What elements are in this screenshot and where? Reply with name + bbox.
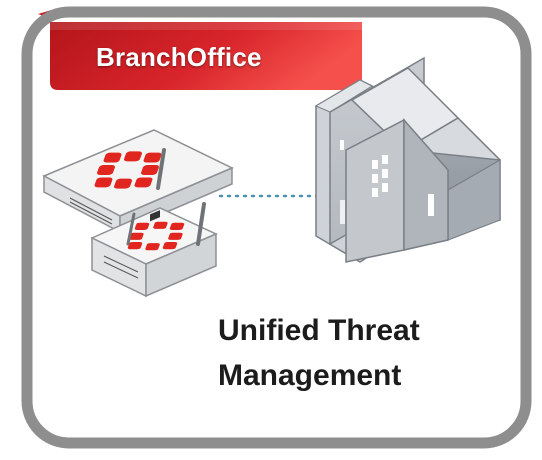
tab-label: BranchOffice xyxy=(96,42,262,72)
fortigate-wifi-appliance-icon xyxy=(90,202,218,298)
feature-title-line1: Unified Threat xyxy=(218,314,420,347)
feature-title-line2: Management xyxy=(218,359,402,392)
branch-office-tab xyxy=(50,22,362,90)
branch-office-building-icon xyxy=(314,56,502,263)
